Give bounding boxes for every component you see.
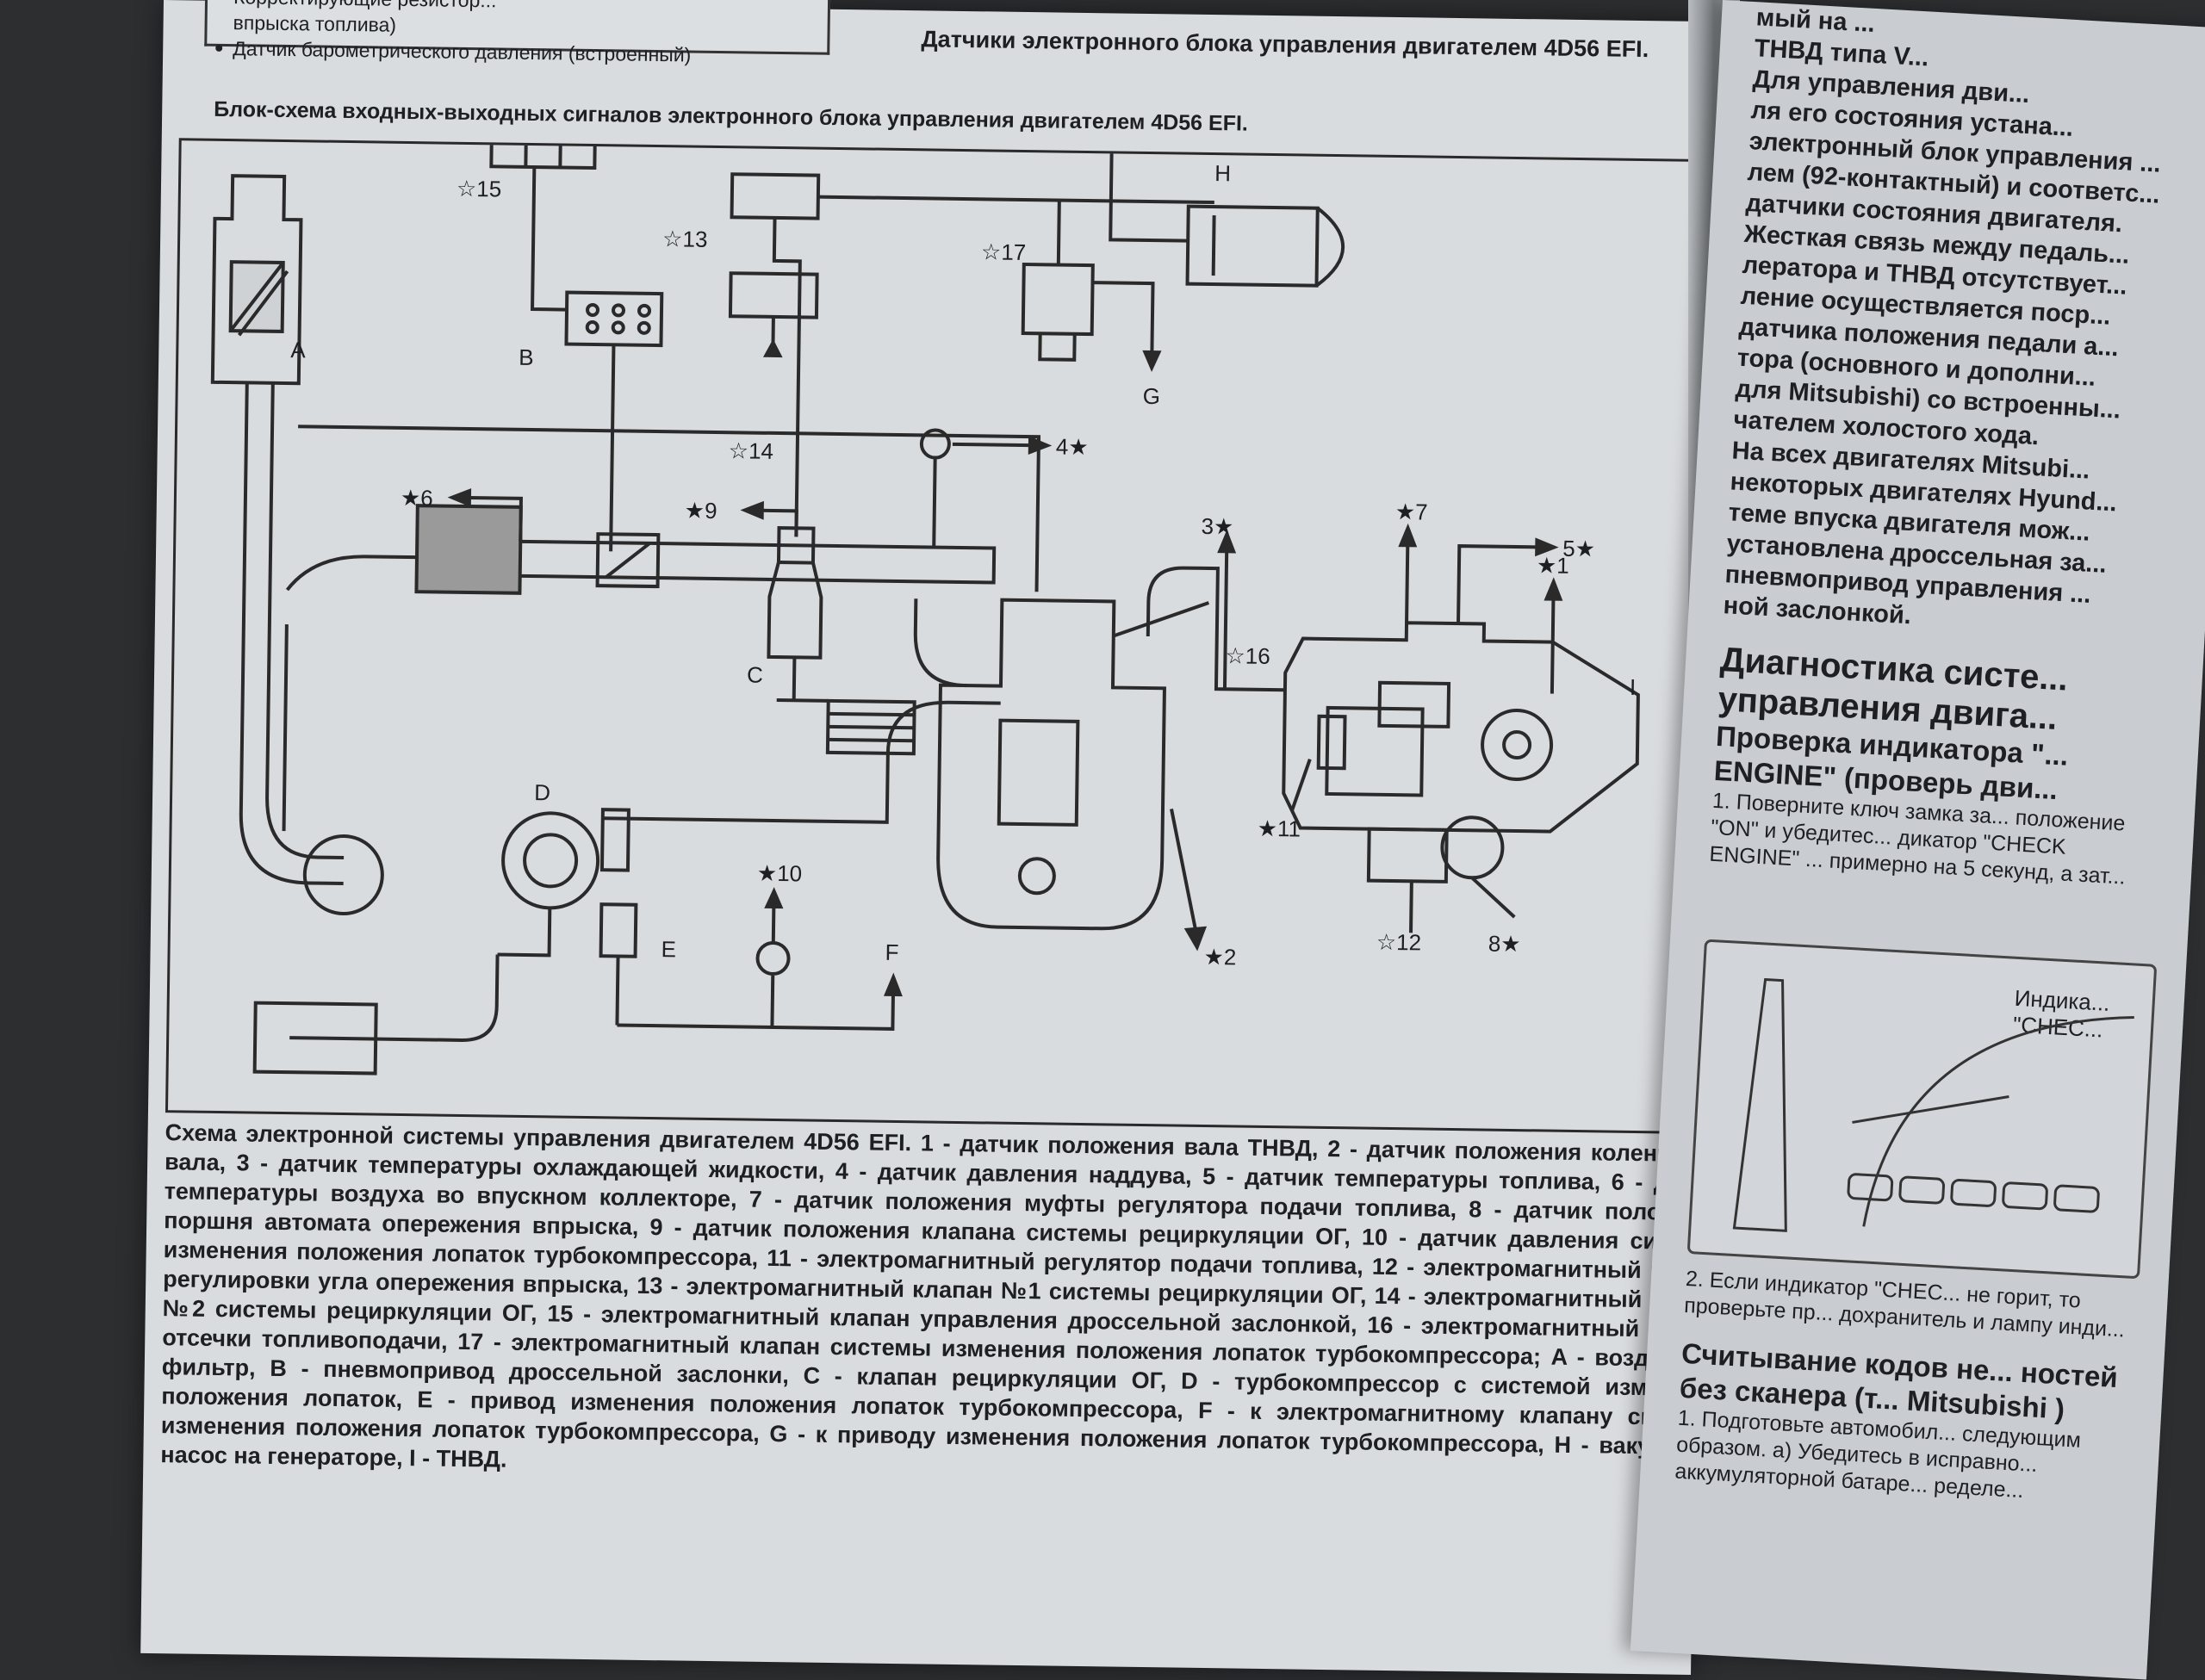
- label-s9: ★9: [685, 498, 717, 524]
- label-s2: ★2: [1203, 944, 1236, 970]
- exhaust-muffler: [252, 954, 500, 1076]
- solenoid-valve-14: [728, 271, 819, 358]
- label-g: G: [1142, 383, 1160, 409]
- label-d: D: [534, 779, 550, 805]
- figure-caption: Схема электронной системы управления дви…: [160, 1119, 1733, 1472]
- label-s13: ☆13: [662, 226, 708, 252]
- sensor-list-box: Корректирующие резистор... впрыска топли…: [204, 0, 831, 66]
- right-page-text-lower: 2. Если индикатор "CHEC... не горит, то …: [1674, 1266, 2134, 1510]
- label-s12: ☆12: [1376, 929, 1422, 956]
- label-s15: ☆15: [457, 176, 502, 202]
- label-s3: 3★: [1201, 513, 1233, 540]
- label-s5: 5★: [1562, 536, 1595, 562]
- engine-block: [936, 598, 1210, 931]
- engine-control-diagram: A B C D E F G H I ★1 ★2 3★ 4★ 5★ ★6 ★7 8…: [210, 140, 1640, 1076]
- left-page: Корректирующие резистор... впрыска топли…: [140, 0, 1735, 1675]
- egr-cooler: [825, 698, 916, 756]
- throttle-actuator-b: [564, 290, 664, 552]
- label-s17: ☆17: [981, 239, 1027, 265]
- label-s14: ☆14: [729, 437, 774, 464]
- vane-actuator-e: [599, 902, 903, 1031]
- label-s1: ★1: [1537, 552, 1569, 579]
- fuel-line: [1146, 566, 1285, 692]
- throttle-body: [595, 532, 661, 589]
- label-s6: ★6: [401, 485, 433, 511]
- label-s4: 4★: [1056, 434, 1089, 461]
- solenoid-valve-13: [730, 172, 1214, 537]
- label-i: I: [1630, 674, 1637, 700]
- intake-duct: [285, 555, 418, 592]
- signal-arrows: [447, 488, 1563, 952]
- right-page-text: мый на ... ТНВД типа V... Для управления…: [1709, 2, 2204, 892]
- rp-step2: 2. Если индикатор "CHEC... не горит, то …: [1683, 1266, 2126, 1342]
- boost-sensor: [919, 428, 1053, 548]
- turbocharger-d: [302, 808, 630, 958]
- injection-pump-i: [1282, 621, 1640, 883]
- page-title: Датчики электронного блока управления дв…: [921, 26, 1649, 63]
- vacuum-pump-h: [1185, 204, 1345, 288]
- label-e: E: [661, 936, 676, 962]
- label-s10: ★10: [757, 860, 803, 887]
- right-page: мый на ... ТНВД типа V... Для управления…: [1630, 0, 2205, 1680]
- label-b: B: [519, 344, 534, 370]
- dashboard-illustration: Индика... "CHEC...: [1686, 939, 2158, 1280]
- label-s11: ★11: [1257, 815, 1301, 842]
- label-s16: ☆16: [1225, 642, 1270, 669]
- label-s8: 8★: [1488, 931, 1521, 958]
- label-s7: ★7: [1395, 499, 1428, 525]
- diagram-title: Блок-схема входных-выходных сигналов эле…: [214, 96, 1249, 136]
- solenoid-valve-17: [1021, 200, 1162, 372]
- diagram-frame: A B C D E F G H I ★1 ★2 3★ 4★ 5★ ★6 ★7 8…: [165, 138, 1735, 1135]
- label-a: A: [290, 337, 306, 363]
- exhaust-pipe: [602, 700, 1001, 824]
- egr-valve-c: [767, 526, 829, 703]
- dashboard-drawing: [1732, 977, 2134, 1232]
- intake-pipe-left: [239, 382, 344, 886]
- pressure-sensor-10: [755, 887, 791, 976]
- label-c: C: [747, 662, 763, 688]
- intercooler-core: [414, 504, 523, 595]
- air-filter-a: [210, 174, 303, 386]
- label-f: F: [885, 939, 898, 965]
- vacuum-line-top: [298, 425, 1041, 592]
- label-h: H: [1214, 160, 1231, 186]
